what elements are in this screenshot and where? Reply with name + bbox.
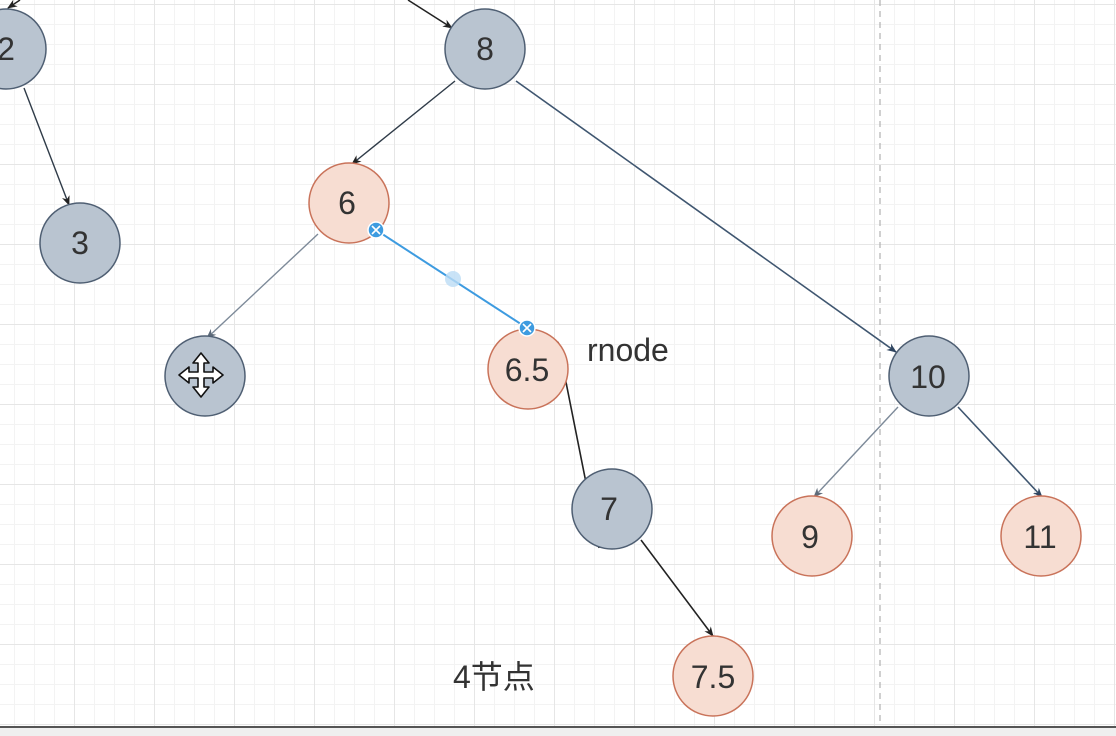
edges — [7, 0, 1043, 637]
move-icon[interactable] — [178, 352, 224, 398]
node-10-label: 10 — [910, 359, 946, 395]
edge-7-7-5[interactable] — [640, 539, 714, 637]
node-7-5-circle[interactable] — [672, 635, 754, 717]
node-6-5-label: 6.5 — [505, 352, 549, 388]
node-11-circle[interactable] — [1000, 495, 1082, 577]
node-10-circle[interactable] — [888, 335, 970, 417]
node-10[interactable]: 10 — [888, 335, 970, 417]
rnode-label[interactable]: rnode — [587, 332, 669, 368]
node-9-circle[interactable] — [771, 495, 853, 577]
node-6-circle[interactable] — [308, 162, 390, 244]
node-6-label: 6 — [338, 185, 356, 221]
edge-start-handle[interactable] — [367, 221, 385, 239]
node-3[interactable]: 3 — [39, 202, 121, 284]
node-3-label: 3 — [71, 225, 89, 261]
selected-edge-6-6-5[interactable] — [367, 221, 536, 337]
node-7-5-label: 7.5 — [691, 659, 735, 695]
node-2-label: 2 — [0, 31, 15, 67]
node-7-label: 7 — [600, 491, 618, 527]
node-moving[interactable] — [164, 335, 246, 417]
edge-midpoint-handle[interactable] — [445, 271, 461, 287]
node-6-5[interactable]: 6.5 — [487, 328, 569, 410]
edge-10-9[interactable] — [813, 406, 899, 498]
node-9-label: 9 — [801, 519, 819, 555]
edge-in-8[interactable] — [407, 0, 453, 29]
four-node-label[interactable]: 4节点 — [453, 659, 535, 695]
edge-8-6[interactable] — [351, 80, 456, 165]
node-2-circle[interactable] — [0, 8, 47, 90]
node-6[interactable]: 6 — [308, 162, 390, 244]
node-8-label: 8 — [476, 31, 494, 67]
node-9[interactable]: 9 — [771, 495, 853, 577]
node-3-circle[interactable] — [39, 202, 121, 284]
node-7-5[interactable]: 7.5 — [672, 635, 754, 717]
edge-8-10[interactable] — [515, 80, 897, 353]
edge-6-left[interactable] — [206, 233, 319, 339]
node-7[interactable]: 7 — [571, 468, 653, 550]
edge-2-3[interactable] — [23, 87, 70, 206]
node-11[interactable]: 11 — [1000, 495, 1082, 577]
edge-10-11[interactable] — [957, 406, 1043, 498]
bottom-scroll-bar[interactable] — [0, 726, 1116, 736]
edge-end-handle[interactable] — [518, 319, 536, 337]
edge-in-2[interactable] — [7, 0, 21, 9]
node-2[interactable]: 2 — [0, 8, 47, 90]
node-11-label: 11 — [1023, 519, 1056, 555]
node-8[interactable]: 8 — [444, 8, 526, 90]
node-8-circle[interactable] — [444, 8, 526, 90]
node-7-circle[interactable] — [571, 468, 653, 550]
